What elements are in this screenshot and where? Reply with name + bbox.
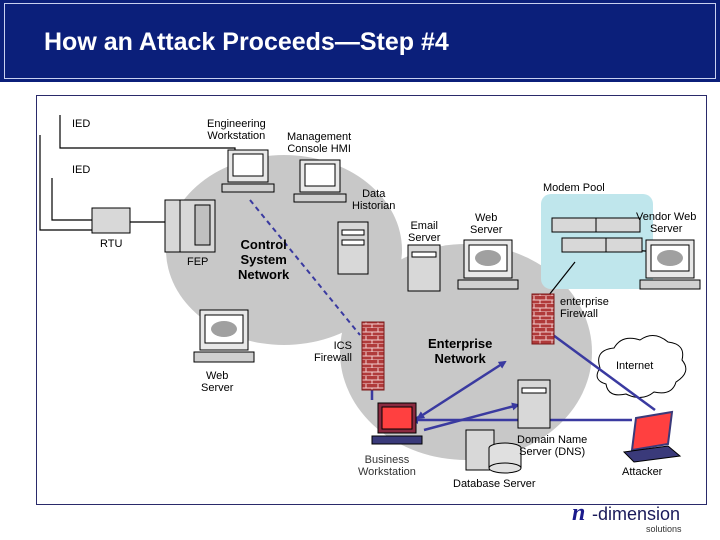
internet-label: Internet: [616, 360, 654, 372]
web-server-top-label: Web Server: [470, 212, 503, 236]
slide-title: How an Attack Proceeds—Step #4: [44, 28, 449, 56]
vendor-web-server-icon: [639, 239, 701, 290]
web-server-top-icon: [457, 239, 519, 290]
ied-mid-label: IED: [72, 164, 91, 176]
business-workstation-icon: [371, 402, 423, 445]
engineering-workstation-label: Engineering Workstation: [207, 118, 266, 142]
ied-wire-3: [51, 178, 92, 221]
enterprise-firewall-label: enterprise Firewall: [560, 296, 609, 320]
management-console-icon: [293, 159, 347, 203]
ics-firewall-label: ICS Firewall: [314, 340, 352, 364]
attack-line-dashed: [249, 199, 361, 336]
ied-wire-2: [39, 135, 92, 231]
dns-label: Domain Name Server (DNS): [517, 434, 588, 458]
logo-dimension: -dimension: [592, 504, 681, 524]
n-dimension-logo: n -dimension solutions: [572, 500, 712, 538]
dns-server-icon: [517, 379, 551, 429]
management-console-label: Management Console HMI: [287, 131, 352, 155]
web-server-left-icon: [193, 309, 255, 363]
internet-cloud: [596, 335, 687, 398]
web-server-left-label: Web Server: [201, 370, 234, 394]
data-historian-label: Data Historian: [352, 188, 396, 212]
rtu-icon: [91, 207, 131, 234]
attack-line-enterprise: [416, 360, 507, 420]
business-workstation-label: Business Workstation: [358, 454, 416, 478]
attacker-label: Attacker: [622, 466, 663, 478]
vendor-web-server-label: Vendor Web Server: [636, 211, 697, 235]
email-server-label: Email Server: [408, 220, 441, 244]
database-server-icon: [465, 429, 522, 474]
fep-icon: [164, 199, 216, 253]
data-historian-icon: [337, 221, 369, 275]
ied-top-label: IED: [72, 118, 91, 130]
title-bar-border: [4, 3, 716, 79]
fep-label: FEP: [187, 256, 209, 268]
control-system-network-label: Control System Network: [238, 237, 290, 282]
attack-line-dns: [423, 402, 520, 432]
enterprise-network-label: Enterprise Network: [428, 336, 493, 366]
modem-pool-label: Modem Pool: [543, 182, 605, 194]
logo-n: n: [572, 500, 586, 526]
attack-line-firewall-internet: [552, 333, 656, 412]
logo-solutions: solutions: [646, 524, 682, 534]
attacker-laptop-icon: [622, 410, 682, 463]
modems-icon: [551, 217, 643, 253]
database-server-label: Database Server: [453, 478, 536, 490]
ics-firewall-icon: [361, 321, 385, 391]
email-server-icon: [407, 244, 441, 292]
enterprise-firewall-icon: [531, 293, 555, 345]
engineering-workstation-icon: [221, 149, 275, 193]
title-bar: How an Attack Proceeds—Step #4: [0, 0, 720, 82]
rtu-label: RTU: [100, 238, 123, 250]
